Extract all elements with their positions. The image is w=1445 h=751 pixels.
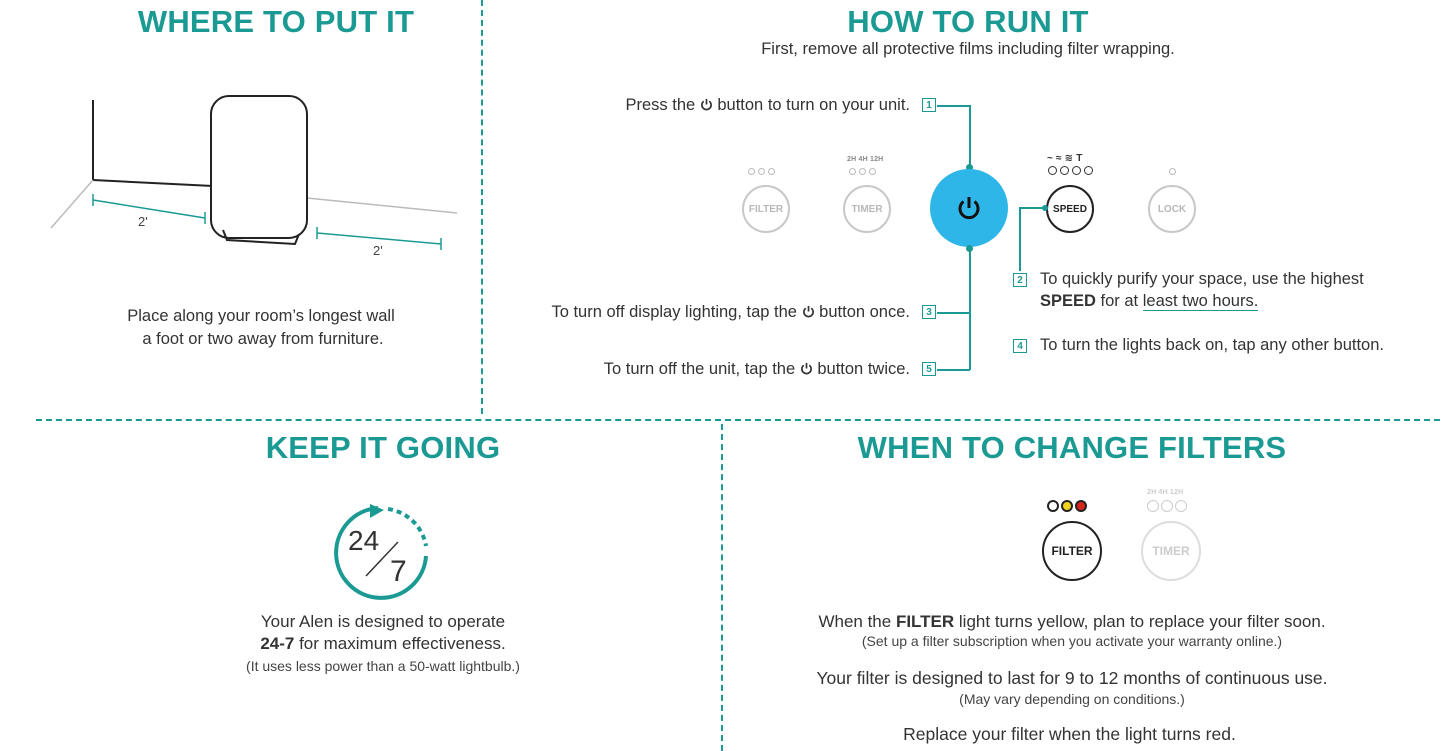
step2-number: 2 [1013, 273, 1027, 287]
lock-button[interactable]: LOCK [1148, 185, 1196, 233]
lock-light [1167, 168, 1177, 175]
filter-lights [746, 168, 776, 175]
room-placement-illustration [50, 95, 458, 250]
filters-p1-note: (Set up a filter subscription when you a… [861, 633, 1283, 649]
step3-post: button once. [819, 303, 910, 321]
step2-line2: SPEED for at least two hours. [1040, 292, 1259, 311]
timer-lights-large [1146, 500, 1188, 512]
step3-number: 3 [922, 305, 936, 319]
step5-text: To turn off the unit, tap the button twi… [604, 360, 910, 379]
power-line-v [969, 250, 971, 370]
step1-number: 1 [922, 98, 936, 112]
step1-line-dot [966, 164, 973, 171]
filters-p3: Replace your filter when the light turns… [903, 724, 1236, 744]
step2-line1: To quickly purify your space, use the hi… [1040, 270, 1364, 288]
speed-lights [1046, 166, 1094, 175]
filters-p1: When the FILTER light turns yellow, plan… [722, 612, 1422, 632]
step1-pre: Press the [625, 96, 696, 114]
keep-bold: 24-7 [260, 634, 295, 653]
step2-underline: least two hours. [1142, 292, 1259, 311]
power-icon-large [958, 197, 980, 220]
filters-p1-post: light turns yellow, plan to replace your… [958, 612, 1326, 631]
filter-button-large[interactable]: FILTER [1042, 521, 1102, 581]
filter-status-lights [1046, 500, 1088, 512]
step4-number: 4 [1013, 339, 1027, 353]
step2-line-h [1019, 207, 1045, 209]
filters-p1-bold: FILTER [895, 612, 955, 631]
filters-title: WHEN TO CHANGE FILTERS [857, 430, 1287, 465]
where-text-line2: a foot or two away from furniture. [142, 330, 384, 348]
twenty-four-seven-icon [334, 504, 428, 600]
icon-24: 24 [348, 525, 380, 556]
speed-labels: ~ ≈ ≋ T [1047, 153, 1083, 164]
run-title: HOW TO RUN IT [847, 4, 1089, 39]
timer-lights [847, 168, 877, 175]
step3-text: To turn off display lighting, tap the bu… [551, 303, 910, 322]
divider-vertical-bottom [721, 424, 723, 751]
step2-mid: for at [1100, 292, 1139, 310]
keep-line1: Your Alen is designed to operate [260, 612, 506, 631]
power-button[interactable] [930, 169, 1008, 247]
icon-7: 7 [390, 555, 407, 588]
power-icon [802, 305, 814, 318]
keep-line2: 24-7 for maximum effectiveness. [183, 634, 583, 654]
keep-title: KEEP IT GOING [265, 430, 501, 465]
step1-post: button to turn on your unit. [717, 96, 910, 114]
filters-p2: Your filter is designed to last for 9 to… [816, 668, 1328, 688]
speed-button[interactable]: SPEED [1046, 185, 1094, 233]
step3-pre: To turn off display lighting, tap the [551, 303, 797, 321]
dimension-right-label: 2' [373, 243, 383, 258]
filters-p2-note: (May vary depending on conditions.) [959, 691, 1185, 707]
step5-line-h [937, 369, 970, 371]
divider-vertical-top [481, 0, 483, 414]
step2-line-dot [1042, 205, 1048, 211]
timer-button[interactable]: TIMER [843, 185, 891, 233]
step1-line-v [969, 105, 971, 167]
step5-number: 5 [922, 362, 936, 376]
filters-p1-pre: When the [818, 612, 892, 631]
power-icon [700, 98, 712, 111]
power-bottom-dot [966, 245, 973, 252]
timer-hour-labels-large: 2H 4H 12H [1147, 489, 1184, 496]
keep-note: (It uses less power than a 50-watt light… [246, 658, 520, 674]
run-subtitle: First, remove all protective films inclu… [761, 40, 1175, 58]
dimension-left-label: 2' [138, 214, 148, 229]
divider-horizontal [36, 419, 1440, 421]
step3-line-h [937, 312, 970, 314]
filter-button[interactable]: FILTER [742, 185, 790, 233]
keep-rest: for maximum effectiveness. [299, 634, 506, 653]
where-title: WHERE TO PUT IT [137, 4, 415, 39]
timer-hour-labels: 2H 4H 12H [847, 156, 884, 163]
step2-bold: SPEED [1040, 292, 1096, 310]
step5-pre: To turn off the unit, tap the [603, 360, 796, 378]
step4-text: To turn the lights back on, tap any othe… [1040, 336, 1384, 354]
step5-post: button twice. [817, 360, 910, 378]
power-icon [800, 362, 812, 375]
timer-button-large[interactable]: TIMER [1141, 521, 1201, 581]
step1-line-h [937, 105, 970, 107]
step2-line-v [1019, 207, 1021, 271]
where-text-line1: Place along your room’s longest wall [127, 307, 395, 325]
step1-text: Press the button to turn on your unit. [625, 96, 910, 115]
